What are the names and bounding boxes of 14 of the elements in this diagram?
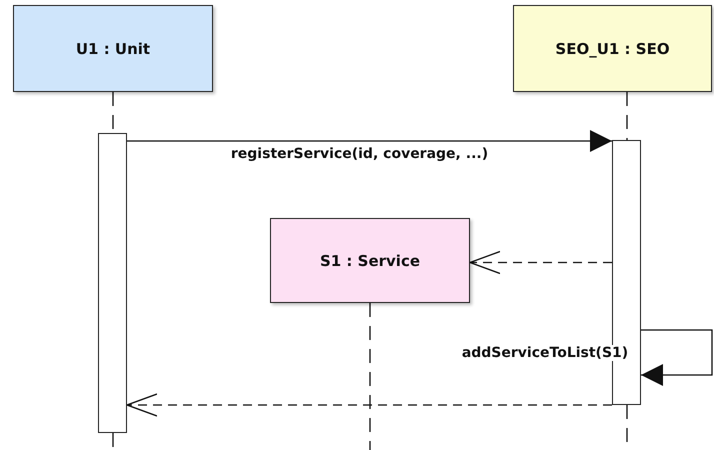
lifeline xyxy=(112,433,114,450)
lifeline xyxy=(369,303,371,450)
message-arrow xyxy=(127,130,612,152)
lifeline-header-box xyxy=(13,5,213,92)
object-name: SEO_U1 : SEO xyxy=(555,40,670,58)
return-arrow xyxy=(469,250,612,274)
lifeline-header-box xyxy=(270,218,470,303)
message-arrow xyxy=(641,329,713,386)
lifeline xyxy=(626,92,628,140)
activation-bar xyxy=(98,133,127,433)
object-name: S1 : Service xyxy=(320,252,420,270)
return-arrow xyxy=(126,393,612,417)
lifeline-header-box xyxy=(513,5,712,92)
object-name: U1 : Unit xyxy=(76,40,150,58)
